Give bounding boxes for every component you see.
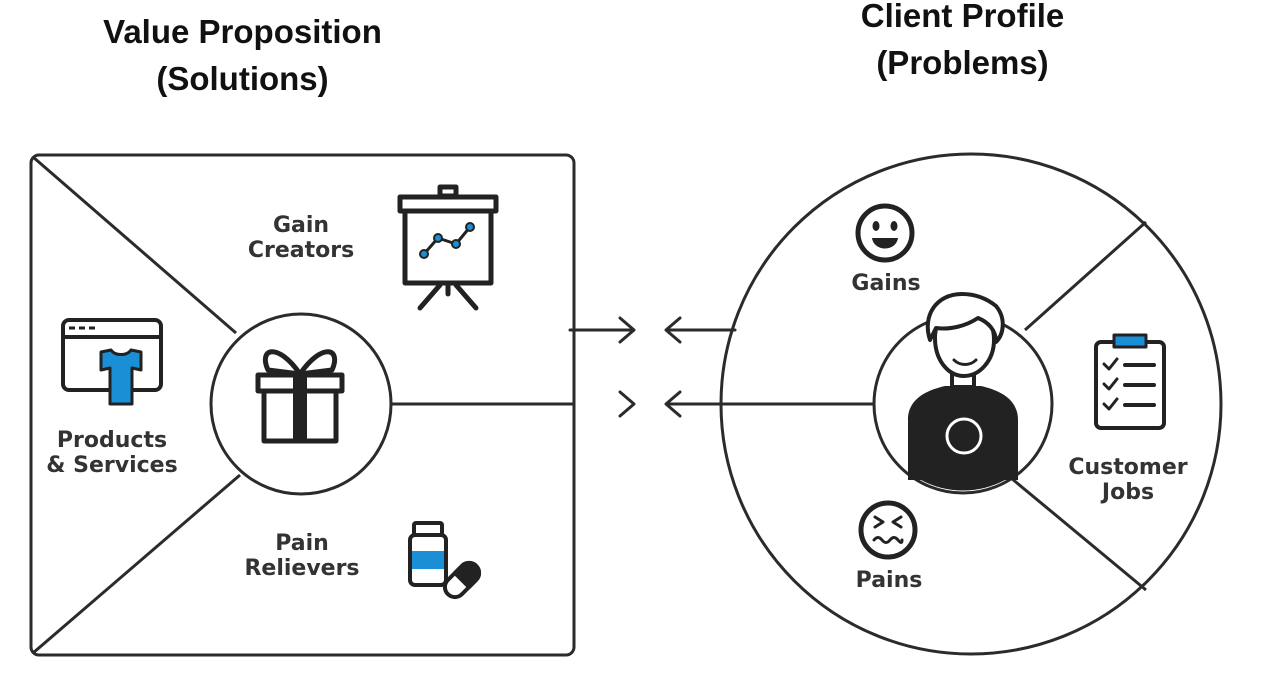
gift-icon [255,349,345,444]
customer-profile: Gains Pains Customer Jobs [719,152,1223,656]
value-map-divider-top [32,155,237,335]
gain-creators-label-line1: Gain [273,213,329,238]
title-left-line2: (Solutions) [156,60,329,97]
pains-label: Pains [856,568,923,593]
arrow-right-upper-head [618,316,636,344]
smiley-icon [855,203,915,263]
customer-profile-divider-bottom [1010,476,1147,592]
customer-jobs-label-line1: Customer [1068,455,1187,480]
gain-creators-label-line2: Creators [248,238,354,263]
clipboard-checklist-icon [1094,333,1166,430]
fit-arrows [568,316,876,418]
products-services-label-line2: & Services [46,453,177,478]
value-map-divider-bottom [32,473,241,655]
tshirt-browser-icon [61,318,163,406]
pain-relievers-label-line2: Relievers [244,556,359,581]
customer-profile-divider-top [1024,220,1147,332]
pain-relievers-label-line1: Pain [275,531,329,556]
arrow-left-upper-head [664,316,682,344]
gains-label: Gains [851,271,920,296]
presentation-chart-icon [397,184,499,311]
products-services-label-line1: Products [57,428,167,453]
arrow-right-lower-head [618,390,636,418]
value-map: Gain Creators Products & Services Pain R… [29,153,576,657]
title-left-line1: Value Proposition [103,13,382,50]
client-profile-title: Client Profile (Problems) [760,0,1165,86]
value-proposition-title: Value Proposition (Solutions) [40,8,445,102]
frown-icon [858,500,918,560]
customer-jobs-label-line2: Jobs [1100,480,1154,505]
arrow-left-lower-head [664,390,682,418]
title-right-line2: (Problems) [876,44,1049,81]
medicine-icon [408,521,482,600]
person-icon [908,292,1018,491]
customer-profile-outer-circle [719,152,1223,656]
title-right-line1: Client Profile [860,0,1065,34]
